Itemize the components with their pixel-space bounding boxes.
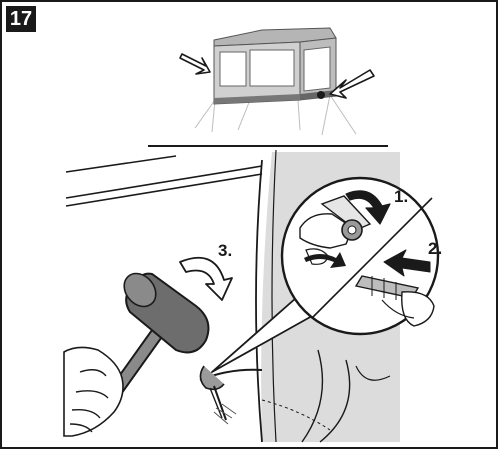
- detail-magnifier: [282, 178, 438, 334]
- straight-arrow-icon: [180, 54, 210, 74]
- step-1-label: 1.: [394, 187, 408, 206]
- curved-arrow-icon: [180, 258, 232, 300]
- tent-peg-icon: [200, 366, 262, 424]
- hand-icon: [64, 347, 123, 436]
- mallet-icon: [118, 267, 209, 388]
- step-3-label: 3.: [218, 241, 232, 260]
- straight-arrow-icon: [330, 70, 374, 98]
- caravan-edge: [66, 156, 262, 206]
- awning-icon: [195, 28, 356, 135]
- step-2-label: 2.: [428, 239, 442, 258]
